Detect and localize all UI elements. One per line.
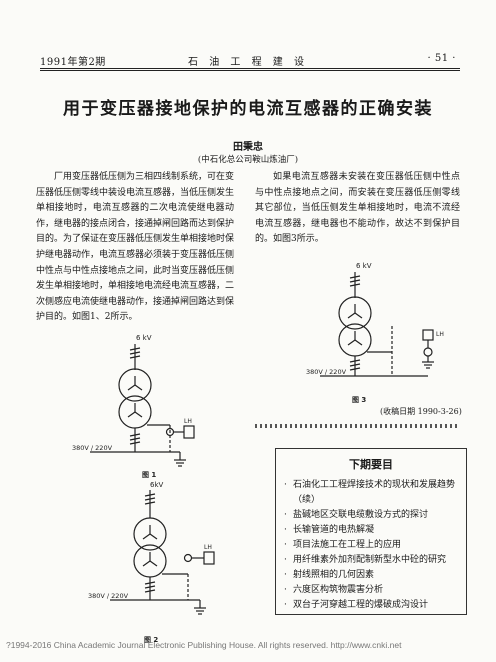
next-issue-box: 下期要目 石油化工工程焊接技术的现状和发展趋势（续） 盐碱地区交联电缆敷设方式的… — [275, 448, 467, 615]
figure-2-relay-label: LH — [204, 544, 212, 551]
received-date: (收稿日期 1990-3-26) — [380, 407, 462, 416]
list-item: 射线照相的几何因素 — [284, 568, 460, 583]
figure-1-relay-label: LH — [184, 418, 192, 425]
figure-2-caption: 图 2 — [144, 635, 158, 644]
left-paragraph: 厂用变压器低压侧为三相四线制系统，可在变压器低压侧零线中装设电流互感器，当低压侧… — [36, 172, 235, 323]
article-title: 用于变压器接地保护的电流互感器的正确安装 — [63, 99, 433, 119]
article-affiliation: (中石化总公司鞍山炼油厂) — [197, 155, 299, 165]
article-author: 田秉忠 — [233, 142, 263, 153]
figure-3-caption: 图 3 — [352, 395, 366, 404]
figure-3-hv-label: 6 kV — [356, 262, 372, 270]
header-rule — [40, 68, 460, 69]
list-item: 用纤维素外加剂配制新型水中砼的研究 — [284, 553, 460, 568]
next-issue-title: 下期要目 — [349, 458, 393, 471]
right-paragraph: 如果电流互感器未安装在变压器低压侧中性点与中性点接地点之间，而安装在变压器低压侧… — [255, 172, 460, 245]
figure-3-diagram: 6 kV LH 380V / 220V 图 3 — [306, 262, 444, 404]
page-number: · 51 · — [427, 53, 456, 64]
figure-2-hv-label: 6kV — [150, 481, 164, 489]
list-item: 盐碱地区交联电缆敷设方式的探讨 — [284, 508, 460, 523]
next-issue-list: 石油化工工程焊接技术的现状和发展趋势（续） 盐碱地区交联电缆敷设方式的探讨 长输… — [284, 478, 460, 613]
list-item: 六度区构筑物震害分析 — [284, 583, 460, 598]
figure-1-caption: 图 1 — [142, 470, 156, 479]
list-item: 项目法施工在工程上的应用 — [284, 538, 460, 553]
figure-1-diagram: 6 kV LH 380V / 220V 图 1 — [72, 334, 195, 479]
figure-1-lv-label: 380V / 220V — [72, 444, 113, 452]
journal-name: 石 油 工 程 建 设 — [188, 57, 308, 68]
dotted-divider — [255, 424, 460, 428]
list-item: 长输管道的电热解凝 — [284, 523, 460, 538]
list-item: 石油化工工程焊接技术的现状和发展趋势（续） — [284, 478, 460, 508]
copyright-footer: ?1994-2016 China Academic Journal Electr… — [6, 640, 402, 650]
header-rule-2 — [40, 70, 460, 71]
issue-label: 1991年第2期 — [40, 57, 106, 68]
figure-3-relay-label: LH — [436, 331, 444, 338]
figure-2-lv-label: 380V / 220V — [88, 592, 129, 600]
figure-3-lv-label: 380V / 220V — [306, 368, 347, 376]
figure-2-diagram: 6kV LH 380V / 220V 图 2 — [88, 481, 215, 644]
figure-1-hv-label: 6 kV — [136, 334, 152, 342]
list-item: 双台子河穿越工程的爆破成沟设计 — [284, 598, 460, 613]
